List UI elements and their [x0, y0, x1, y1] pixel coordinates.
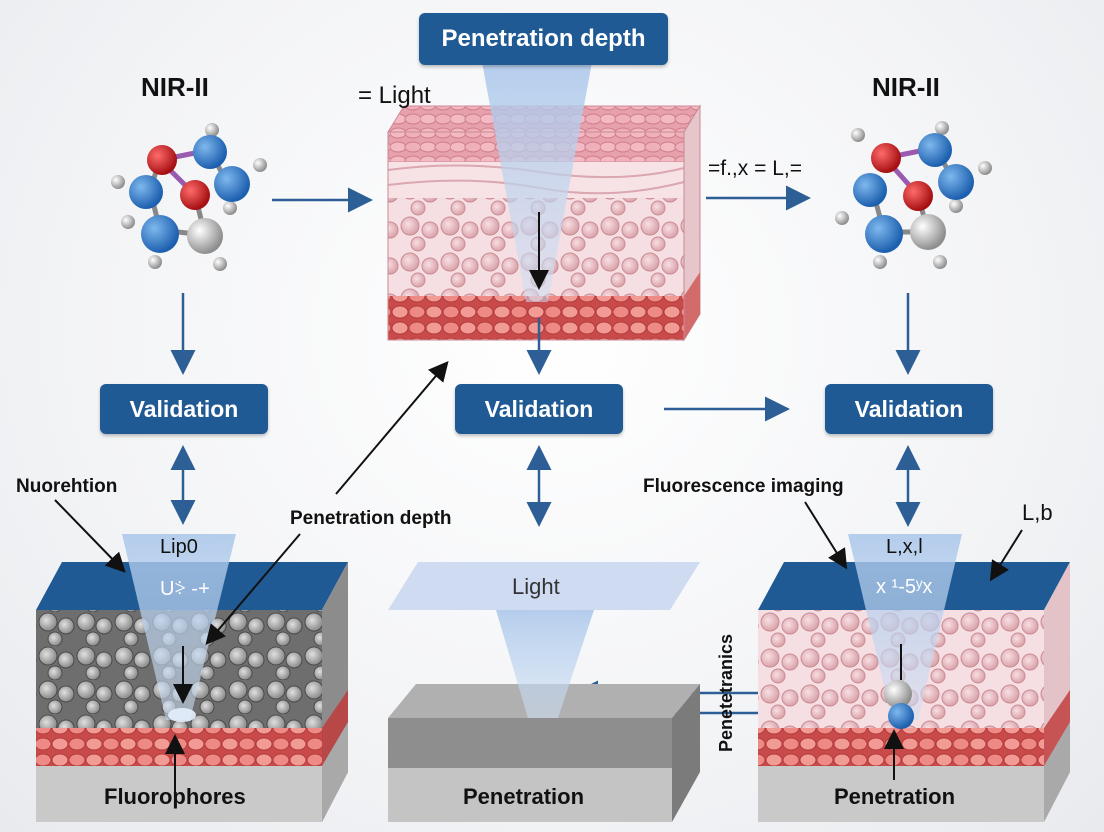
bottom-right-label: Penetration: [834, 784, 956, 809]
bottom-left-label: Fluorophores: [104, 784, 246, 809]
right-heading: NIR-II: [872, 72, 940, 102]
annotation-nuorehtion: Nuorehtion: [16, 476, 118, 497]
right-beam-label-2: x ¹-5ʸx: [876, 576, 933, 598]
left-beam-label-1: Lip0: [160, 536, 198, 558]
top-light-beam: [482, 62, 592, 302]
title-penetration-depth: Penetration depth: [419, 13, 668, 65]
annotation-penetration-depth: Penetration depth: [290, 508, 452, 529]
left-heading: NIR-II: [141, 72, 209, 102]
validation-right: Validation: [825, 384, 993, 434]
validation-center: Validation: [455, 384, 623, 434]
vertical-label-penetetranics: Penetetranics: [716, 633, 736, 752]
light-legend: = Light: [358, 82, 431, 109]
probe-atom-blue: [888, 703, 914, 729]
annotation-fluorescence-imaging: Fluorescence imaging: [643, 476, 844, 497]
annotation-lb: L,b: [1022, 500, 1053, 525]
center-light-beam: [496, 610, 594, 718]
right-molecule: [835, 121, 992, 269]
center-light-label: Light: [512, 574, 560, 599]
left-light-beam: [122, 534, 236, 720]
equation-label: =f.,x = L,=: [708, 157, 802, 180]
annotation-arrows: [54, 360, 1023, 802]
bottom-center-block: [388, 562, 700, 822]
validation-left: Validation: [100, 384, 268, 434]
right-light-beam: [848, 534, 962, 720]
left-molecule: [111, 123, 267, 271]
bottom-center-label: Penetration: [463, 784, 585, 809]
probe-atom-gray: [884, 680, 912, 708]
right-beam-label-1: L,x,l: [886, 536, 923, 558]
left-beam-label-2: U⸖ -+: [160, 578, 210, 600]
